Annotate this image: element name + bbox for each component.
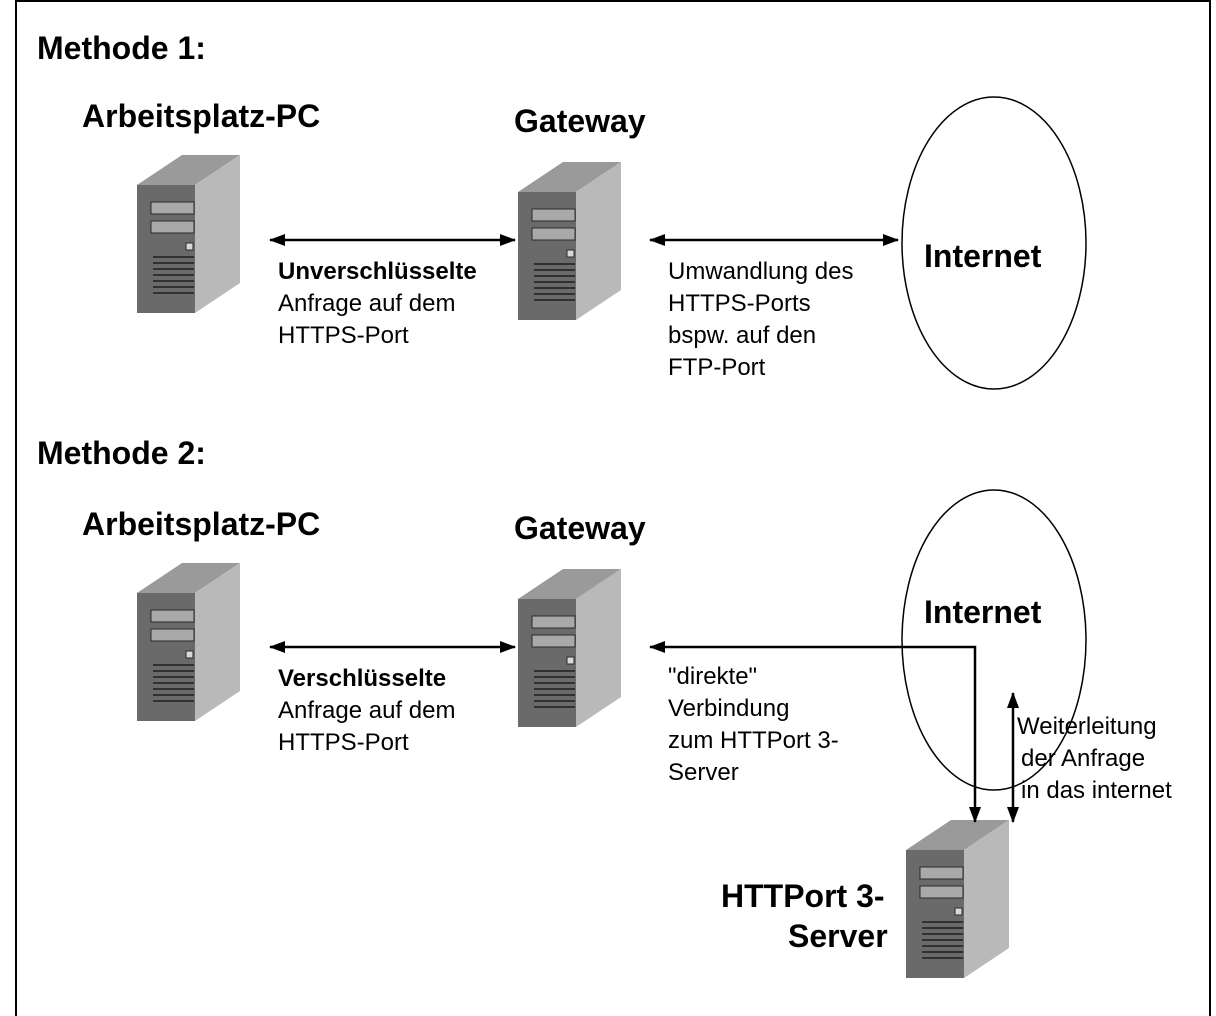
request-line-2-1: Anfrage auf dem: [278, 290, 456, 317]
direct-line-4: Server: [668, 759, 739, 786]
request-type-label-2: Verschlüsselte: [278, 665, 447, 692]
request-type-label-1: Unverschlüsselte: [278, 258, 477, 285]
workstation-label-2: Arbeitsplatz-PC: [82, 506, 321, 542]
conversion-line-2: HTTPS-Ports: [668, 290, 811, 317]
internet-label-2: Internet: [924, 594, 1042, 630]
forward-line-2: der Anfrage: [1021, 745, 1146, 772]
gateway-server-icon-2: [517, 568, 622, 728]
conversion-line-4: FTP-Port: [668, 354, 766, 381]
method-2-heading: Methode 2:: [37, 435, 206, 471]
forward-line-3: in das internet: [1021, 777, 1172, 804]
internet-label-1: Internet: [924, 238, 1042, 274]
workstation-label-1: Arbeitsplatz-PC: [82, 98, 321, 134]
direct-line-3: zum HTTPort 3-: [668, 727, 839, 754]
gateway-label-1: Gateway: [514, 103, 646, 139]
diagram-frame: [15, 0, 1211, 1016]
internet-cloud-1: [901, 96, 1087, 390]
conversion-line-1: Umwandlung des: [668, 258, 854, 285]
forward-line-1: Weiterleitung: [1017, 713, 1157, 740]
httport-server-label-line-1: HTTPort 3-: [721, 878, 885, 914]
httport-server-icon: [905, 819, 1010, 979]
gateway-server-icon-1: [517, 161, 622, 321]
direct-line-1: "direkte": [668, 663, 758, 690]
method-1-heading: Methode 1:: [37, 30, 206, 66]
gateway-label-2: Gateway: [514, 510, 646, 546]
direct-line-2: Verbindung: [668, 695, 790, 722]
httport-server-label-line-2: Server: [788, 918, 888, 954]
request-line-3-1: HTTPS-Port: [278, 322, 409, 349]
direct-connection-arrow: [649, 641, 981, 823]
workstation-pc-icon-1: [136, 154, 241, 314]
request-line-2-2: Anfrage auf dem: [278, 697, 456, 724]
workstation-pc-icon-2: [136, 562, 241, 722]
request-line-3-2: HTTPS-Port: [278, 729, 409, 756]
conversion-line-3: bspw. auf den: [668, 322, 817, 349]
